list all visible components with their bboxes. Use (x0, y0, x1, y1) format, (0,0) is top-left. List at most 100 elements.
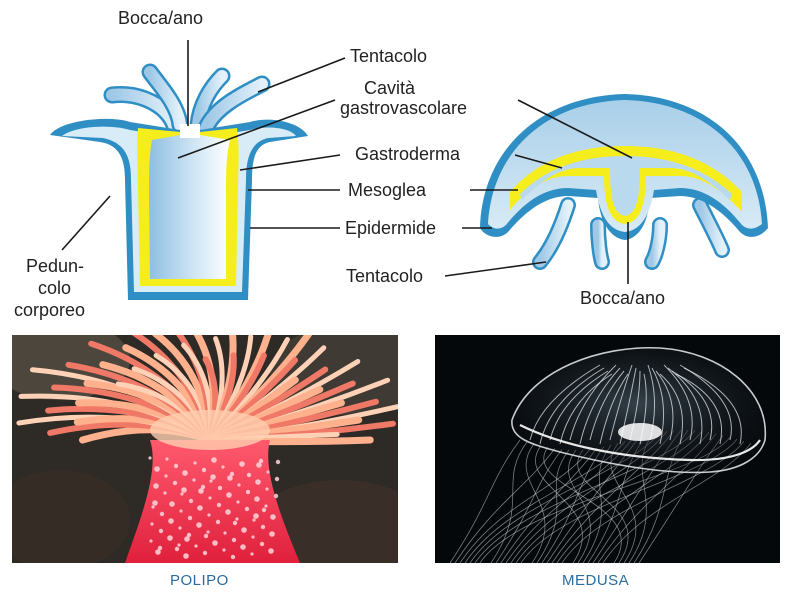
anemone-spot (210, 474, 216, 480)
polyp-diagram (50, 72, 308, 300)
anemone-spot (180, 492, 183, 495)
caption-polyp: POLIPO (170, 572, 229, 589)
anemone-spot (208, 496, 211, 499)
polyp-mouth-opening (180, 124, 200, 138)
anemone-spot (269, 531, 275, 537)
anemone-spot (275, 477, 279, 481)
leader-polyp-tentacle (258, 58, 345, 92)
anemone-spot (255, 479, 261, 485)
anemone-spot (196, 522, 202, 528)
label-cavity-line2: gastrovascolare (340, 98, 467, 118)
anemone-spot (252, 518, 255, 521)
anemone-spot (178, 526, 181, 529)
anemone-spot (237, 483, 240, 486)
anemone-spot (197, 505, 203, 511)
anemone-spot (241, 527, 247, 533)
anemone-spot (270, 514, 276, 520)
leader-peduncle (62, 196, 110, 250)
anemone-spot (236, 500, 239, 503)
anemone-spot (183, 553, 189, 559)
anemone-spot (181, 487, 187, 493)
anemone-spot (262, 508, 266, 512)
caption-medusa: MEDUSA (562, 572, 629, 589)
anemone-spot (175, 547, 179, 551)
label-medusa-mouth: Bocca/ano (580, 288, 665, 308)
anemone-spot (155, 549, 161, 555)
anemone-spot (218, 486, 222, 490)
anemone-spot (225, 509, 231, 515)
label-polyp-tentacle: Tentacolo (350, 46, 427, 66)
polyp-photo (0, 311, 430, 580)
anemone-spot (149, 539, 152, 542)
label-medusa-tentacle: Tentacolo (346, 266, 423, 286)
anemone-spot (177, 543, 180, 546)
anemone-spot (168, 518, 174, 524)
anemone-spot (198, 488, 204, 494)
anemone-spot (164, 474, 167, 477)
label-cavity-line1: Cavità (364, 78, 416, 98)
anemone-spot (253, 513, 259, 519)
medusa-diagram (480, 94, 768, 262)
polyp-tentacles (112, 72, 262, 128)
label-peduncle-line3: corporeo (14, 300, 85, 320)
label-mesoglea: Mesoglea (348, 180, 427, 200)
label-peduncle-line1: Pedun- (26, 256, 84, 276)
anemone-spot (174, 464, 178, 468)
anemone-spot (188, 516, 192, 520)
anemone-spot (274, 494, 278, 498)
anemone-spot (260, 542, 264, 546)
anemone-spot (246, 490, 250, 494)
anemone-spot (192, 478, 195, 481)
label-peduncle-line2: colo (38, 278, 71, 298)
anemone-spot (254, 496, 260, 502)
anemone-spot (163, 491, 166, 494)
anemone-spot (227, 475, 233, 481)
anemone-spot (148, 456, 151, 459)
anemone-spot (235, 517, 238, 520)
anemone-spot (165, 457, 168, 460)
anemone-spot (153, 483, 159, 489)
anemone-spot (217, 503, 221, 507)
anemone-spot (173, 481, 177, 485)
anemone-spot (207, 513, 210, 516)
anemone-spot (179, 509, 182, 512)
anemone-spot (151, 505, 154, 508)
anemone-spot (216, 520, 220, 524)
polyp-cavity (149, 135, 230, 279)
anemone-spot (276, 460, 280, 464)
anemone-spot (240, 544, 246, 550)
anemone-spot (265, 487, 268, 490)
anemone-spot (232, 538, 236, 542)
anemone-spot (182, 470, 188, 476)
anemone-spot (266, 470, 269, 473)
medusa-photo (435, 335, 780, 563)
anemone-spot (256, 462, 262, 468)
anemone-spot (189, 499, 193, 503)
anemone-spot (223, 531, 226, 534)
anemone-spot (222, 548, 225, 551)
anemone-spot (221, 465, 224, 468)
label-epidermis: Epidermide (345, 218, 436, 238)
anemone-spot (167, 535, 173, 541)
anemone-spot (233, 521, 237, 525)
anemone-spot (203, 551, 207, 555)
anemone-spot (160, 512, 164, 516)
label-polyp-mouth: Bocca/ano (118, 8, 203, 28)
anemone-spot (250, 552, 253, 555)
anemone-spot (206, 530, 209, 533)
label-gastroderm: Gastroderma (355, 144, 461, 164)
anemone-spot (226, 492, 232, 498)
anemone-spot (184, 536, 190, 542)
anemone-spot (194, 544, 197, 547)
anemone-spot (169, 501, 175, 507)
anemone-spot (211, 457, 217, 463)
anemone-spot (150, 522, 153, 525)
anemone-spot (212, 540, 218, 546)
anemone-spot (261, 525, 265, 529)
anemone-spot (159, 529, 163, 533)
anemone-spot (202, 468, 206, 472)
anemone-spot (268, 548, 274, 554)
anemone-spot (231, 555, 235, 559)
